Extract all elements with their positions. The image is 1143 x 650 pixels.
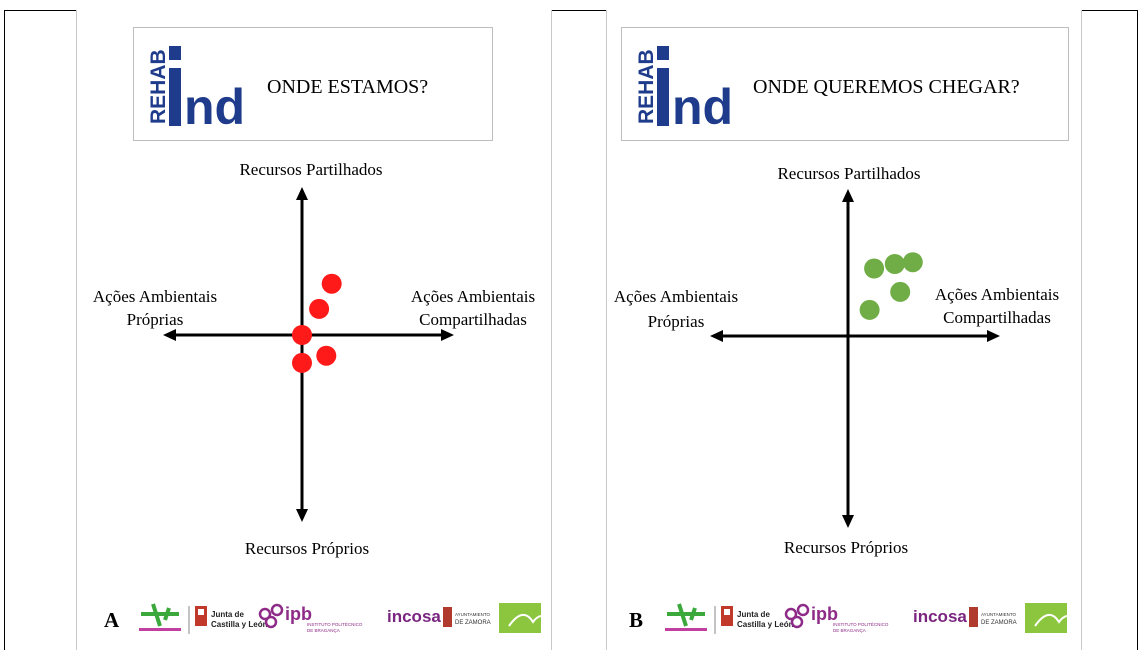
zamora-line-1: AYUNTAMIENTO xyxy=(455,612,491,617)
arrow-left-icon xyxy=(710,330,723,342)
rehabind-logo: REHAB nd xyxy=(147,46,245,128)
green-logo xyxy=(499,603,565,633)
panel-a: REHAB nd ONDE ESTAMOS? Recursos Partilha… xyxy=(76,10,565,650)
zamora-line-1: AYUNTAMIENTO xyxy=(981,612,1017,617)
plane-logo xyxy=(139,603,181,631)
junta-line-1: Junta de xyxy=(211,610,244,619)
arrow-down-icon xyxy=(842,515,854,528)
sponsor-logos-graphic: Junta de Castilla y León ipb INSTITUTO P… xyxy=(665,603,1091,634)
zamora-logo: AYUNTAMIENTO DE ZAMORA xyxy=(969,607,1017,627)
junta-line-2: Castilla y León xyxy=(211,620,268,629)
data-point-1 xyxy=(321,273,342,294)
incosa-logo: incosa xyxy=(913,607,967,626)
zamora-line-2: DE ZAMORA xyxy=(455,620,491,626)
sponsor-logos: Junta de Castilla y León ipb INSTITUTO P… xyxy=(131,596,565,640)
logo-rehab-text: REHAB xyxy=(635,49,658,124)
ipb-logo: ipb INSTITUTO POLITÉCNICO DE BRAGANÇA xyxy=(784,603,889,633)
axis-label-right-1: Ações Ambientais xyxy=(411,287,535,306)
header-box: REHAB nd ONDE QUEREMOS CHEGAR? xyxy=(621,27,1069,141)
zamora-logo: AYUNTAMIENTO DE ZAMORA xyxy=(443,607,491,627)
sponsor-logos-graphic: Junta de Castilla y León ipb INSTITUTO P… xyxy=(139,603,565,634)
zamora-line-2: DE ZAMORA xyxy=(981,620,1017,626)
axis-label-right-2: Compartilhadas xyxy=(419,310,527,329)
green-logo xyxy=(1025,603,1091,633)
ipb-text: ipb xyxy=(811,604,838,624)
axis-label-left-1: Ações Ambientais xyxy=(93,287,217,306)
header-box: REHAB nd ONDE ESTAMOS? xyxy=(133,27,493,141)
junta-logo: Junta de Castilla y León xyxy=(195,606,268,629)
panel-b: REHAB nd ONDE QUEREMOS CHEGAR? Recursos … xyxy=(606,10,1091,650)
incosa-text: incosa xyxy=(387,607,441,626)
junta-line-1: Junta de xyxy=(737,610,770,619)
axis-label-top: Recursos Partilhados xyxy=(239,160,382,179)
arrow-up-icon xyxy=(296,187,308,200)
axis-label-left-1: Ações Ambientais xyxy=(614,287,738,306)
ipb-sub-1: INSTITUTO POLITÉCNICO xyxy=(833,621,889,627)
quadrant-chart: Recursos Partilhados Recursos Próprios A… xyxy=(614,164,1059,557)
arrow-up-icon xyxy=(842,189,854,202)
sponsor-logos: Junta de Castilla y León ipb INSTITUTO P… xyxy=(657,596,1091,640)
arrow-right-icon xyxy=(441,329,454,341)
axis-label-top: Recursos Partilhados xyxy=(777,164,920,183)
data-point-3 xyxy=(292,325,312,345)
data-point-5 xyxy=(292,352,312,373)
figure-frame xyxy=(4,10,1138,650)
logo-nd-text: nd xyxy=(184,79,245,128)
data-point-3 xyxy=(902,252,923,273)
incosa-logo: incosa xyxy=(387,607,441,626)
axis-label-bottom: Recursos Próprios xyxy=(784,538,908,557)
data-point-2 xyxy=(884,254,905,274)
axis-label-left-2: Próprias xyxy=(127,310,184,329)
incosa-text: incosa xyxy=(913,607,967,626)
panel-title: ONDE ESTAMOS? xyxy=(267,76,429,98)
junta-logo: Junta de Castilla y León xyxy=(721,606,794,629)
logo-nd-text: nd xyxy=(672,79,733,128)
plane-logo xyxy=(665,603,707,631)
axis-label-left-2: Próprias xyxy=(648,312,705,331)
ipb-text: ipb xyxy=(285,604,312,624)
rehabind-logo: REHAB nd xyxy=(635,46,733,128)
data-point-1 xyxy=(864,258,885,279)
ipb-sub-2: DE BRAGANÇA xyxy=(833,628,866,633)
ipb-sub-2: DE BRAGANÇA xyxy=(307,628,340,633)
ipb-logo: ipb INSTITUTO POLITÉCNICO DE BRAGANÇA xyxy=(258,603,363,633)
junta-line-2: Castilla y León xyxy=(737,620,794,629)
data-point-4 xyxy=(890,281,911,302)
panel-letter: B xyxy=(629,608,644,632)
data-point-5 xyxy=(859,299,880,320)
arrow-left-icon xyxy=(163,329,176,341)
data-point-2 xyxy=(309,298,330,319)
arrow-down-icon xyxy=(296,509,308,522)
axis-label-bottom: Recursos Próprios xyxy=(245,539,369,558)
panel-title: ONDE QUEREMOS CHEGAR? xyxy=(753,76,1020,98)
data-point-4 xyxy=(316,345,337,366)
ipb-sub-1: INSTITUTO POLITÉCNICO xyxy=(307,621,363,627)
axis-label-right-2: Compartilhadas xyxy=(943,308,1051,327)
quadrant-chart: Recursos Partilhados Recursos Próprios A… xyxy=(93,160,535,558)
logo-rehab-text: REHAB xyxy=(147,49,170,124)
arrow-right-icon xyxy=(987,330,1000,342)
axis-label-right-1: Ações Ambientais xyxy=(935,285,1059,304)
panel-letter: A xyxy=(104,608,120,632)
